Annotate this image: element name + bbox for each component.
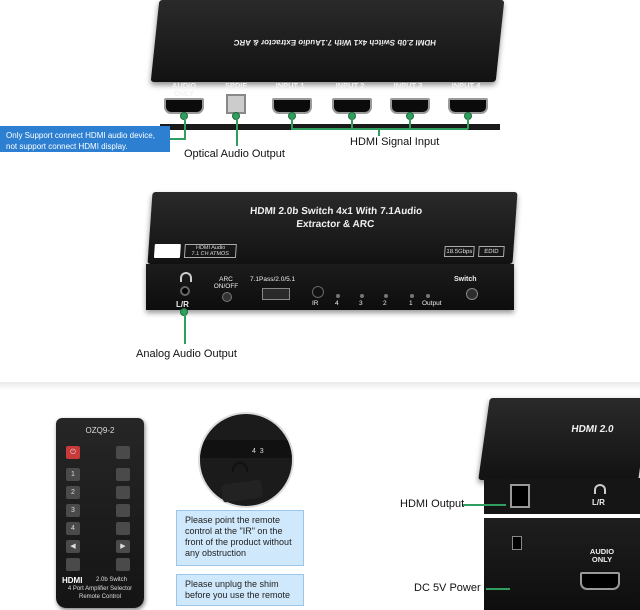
remote-key-right-3[interactable]	[116, 486, 130, 499]
arc-switch[interactable]	[222, 292, 232, 302]
spdif-port	[226, 94, 246, 114]
front-device-title-line1: HDMI 2.0b Switch 4x1 With 7.1Audio	[249, 206, 423, 217]
audio-only-label: AUDIO ONLY	[589, 547, 615, 564]
ir-sensor	[312, 286, 324, 298]
leader-input-3	[409, 118, 411, 129]
leader-input-1	[291, 118, 293, 129]
switch-button[interactable]	[466, 288, 478, 300]
rear-port-row: AUDIO ONLY SPDIF INPUT 1 INPUT 2 INPUT 3…	[160, 78, 500, 128]
hdmi-output-label: HDMI Output	[400, 498, 465, 510]
port-label-input-2: INPUT 2	[335, 81, 365, 90]
leader-audio-only-horizontal	[168, 138, 186, 140]
output-device-face: L/R	[484, 478, 640, 514]
mode-label: 7.1Pass/2.0/5.1	[250, 276, 296, 283]
leader-input-2	[351, 118, 353, 129]
power-device-body: AUDIO ONLY	[484, 518, 640, 610]
ir-label: IR	[312, 300, 319, 307]
leader-dc-power	[486, 588, 510, 590]
remote-key-right-4[interactable]	[116, 504, 130, 517]
port-label-input-4: INPUT 4	[451, 81, 481, 90]
remote-key-4[interactable]: 4	[66, 522, 80, 535]
remote-power-button[interactable]: ⏻	[66, 446, 80, 459]
output-label: Output	[422, 300, 442, 307]
badge-hdmi-audio-bottom: 7.1 CH ATMOS	[191, 251, 230, 257]
remote-key-right-1[interactable]	[116, 446, 130, 459]
remote-brand: HDMI	[62, 576, 83, 585]
remote-key-right-bottom[interactable]	[116, 558, 130, 571]
badge-hdmi-audio: HDMI Audio 7.1 CH ATMOS	[183, 244, 237, 258]
remote-key-left-bottom[interactable]	[66, 558, 80, 571]
leader-hdmi-output	[462, 504, 506, 506]
analog-audio-jack	[180, 286, 190, 296]
leader-analog-audio	[184, 314, 186, 344]
leader-input-4	[467, 118, 469, 129]
led-input-3	[360, 294, 364, 298]
remote-key-left[interactable]: ◀	[66, 540, 80, 553]
section-divider	[0, 382, 640, 390]
ir-tip: Please point the remote control at the "…	[176, 510, 304, 566]
dc-5v-power-label: DC 5V Power	[414, 582, 481, 594]
port-label-input-1: INPUT 1	[275, 81, 305, 90]
ir-zoom-leds: 4 3	[252, 448, 264, 455]
shim-tip: Please unplug the shim before you use th…	[176, 574, 304, 606]
leader-audio-only	[184, 118, 186, 138]
led-input-4	[336, 294, 340, 298]
led-label-4: 4	[335, 300, 339, 307]
badge-4k	[153, 244, 181, 258]
leader-spdif	[236, 118, 238, 146]
port-label-spdif: SPDIF	[224, 81, 248, 90]
front-device-title-line2: Extractor & ARC	[295, 219, 375, 230]
badge-bandwidth: 18.5Gbps	[443, 246, 475, 257]
output-device-top-text: HDMI 2.0	[570, 424, 615, 435]
optical-audio-output-label: Optical Audio Output	[184, 148, 285, 160]
ir-signal-icon	[232, 462, 248, 472]
remote-line2: 4 Port Amplifier Selector	[67, 586, 133, 592]
front-device-top: HDMI 2.0b Switch 4x1 With 7.1Audio Extra…	[147, 192, 518, 264]
mode-dip-switch[interactable]	[262, 288, 290, 300]
output-device-top: HDMI 2.0	[478, 398, 640, 480]
led-label-1: 1	[409, 300, 413, 307]
led-label-2: 2	[383, 300, 387, 307]
port-label-audio-only: AUDIO ONLY	[171, 81, 197, 98]
headphone-icon	[180, 272, 192, 282]
led-input-2	[384, 294, 388, 298]
output-hdmi-port	[510, 484, 530, 508]
rear-device-body: HDMI 2.0b Switch 4x1 With 7.1Audio Extra…	[150, 0, 505, 82]
remote-key-2[interactable]: 2	[66, 486, 80, 499]
ir-zoom-panel	[200, 440, 292, 458]
switch-label: Switch	[454, 276, 477, 283]
led-output	[426, 294, 430, 298]
port-label-input-3: INPUT 3	[393, 81, 423, 90]
badge-edid: EDID	[477, 246, 505, 257]
remote-line1: 2.0b Switch	[96, 577, 128, 583]
rear-device-top-text: HDMI 2.0b Switch 4x1 With 7.1Audio Extra…	[233, 38, 437, 47]
led-label-3: 3	[359, 300, 363, 307]
arc-label: ARC ON/OFF	[213, 276, 239, 290]
led-input-1	[410, 294, 414, 298]
remote-key-right[interactable]: ▶	[116, 540, 130, 553]
lr-label: L/R	[176, 300, 189, 309]
remote-line3: Remote Control	[78, 594, 122, 600]
remote-key-right-2[interactable]	[116, 468, 130, 481]
output-headphone-icon	[594, 484, 606, 494]
audio-only-port	[580, 572, 620, 590]
remote-key-3[interactable]: 3	[66, 504, 80, 517]
dc-power-port	[512, 536, 522, 550]
remote-control: OZQ9-2 ⏻ 1 2 3 4 ◀ ▶ HDMI 2.0b Switch 4 …	[56, 418, 144, 608]
hdmi-signal-input-label: HDMI Signal Input	[350, 136, 440, 148]
remote-model: OZQ9-2	[85, 426, 115, 435]
output-lr-label: L/R	[592, 498, 605, 507]
front-panel-face: L/R ARC ON/OFF 7.1Pass/2.0/5.1 IR 4 3 2 …	[146, 264, 514, 310]
analog-audio-output-label: Analog Audio Output	[136, 348, 237, 360]
remote-key-1[interactable]: 1	[66, 468, 80, 481]
rear-device-base	[160, 124, 500, 130]
audio-only-note: Only Support connect HDMI audio device, …	[0, 126, 170, 152]
remote-key-right-5[interactable]	[116, 522, 130, 535]
leader-inputs-stem	[378, 128, 380, 136]
